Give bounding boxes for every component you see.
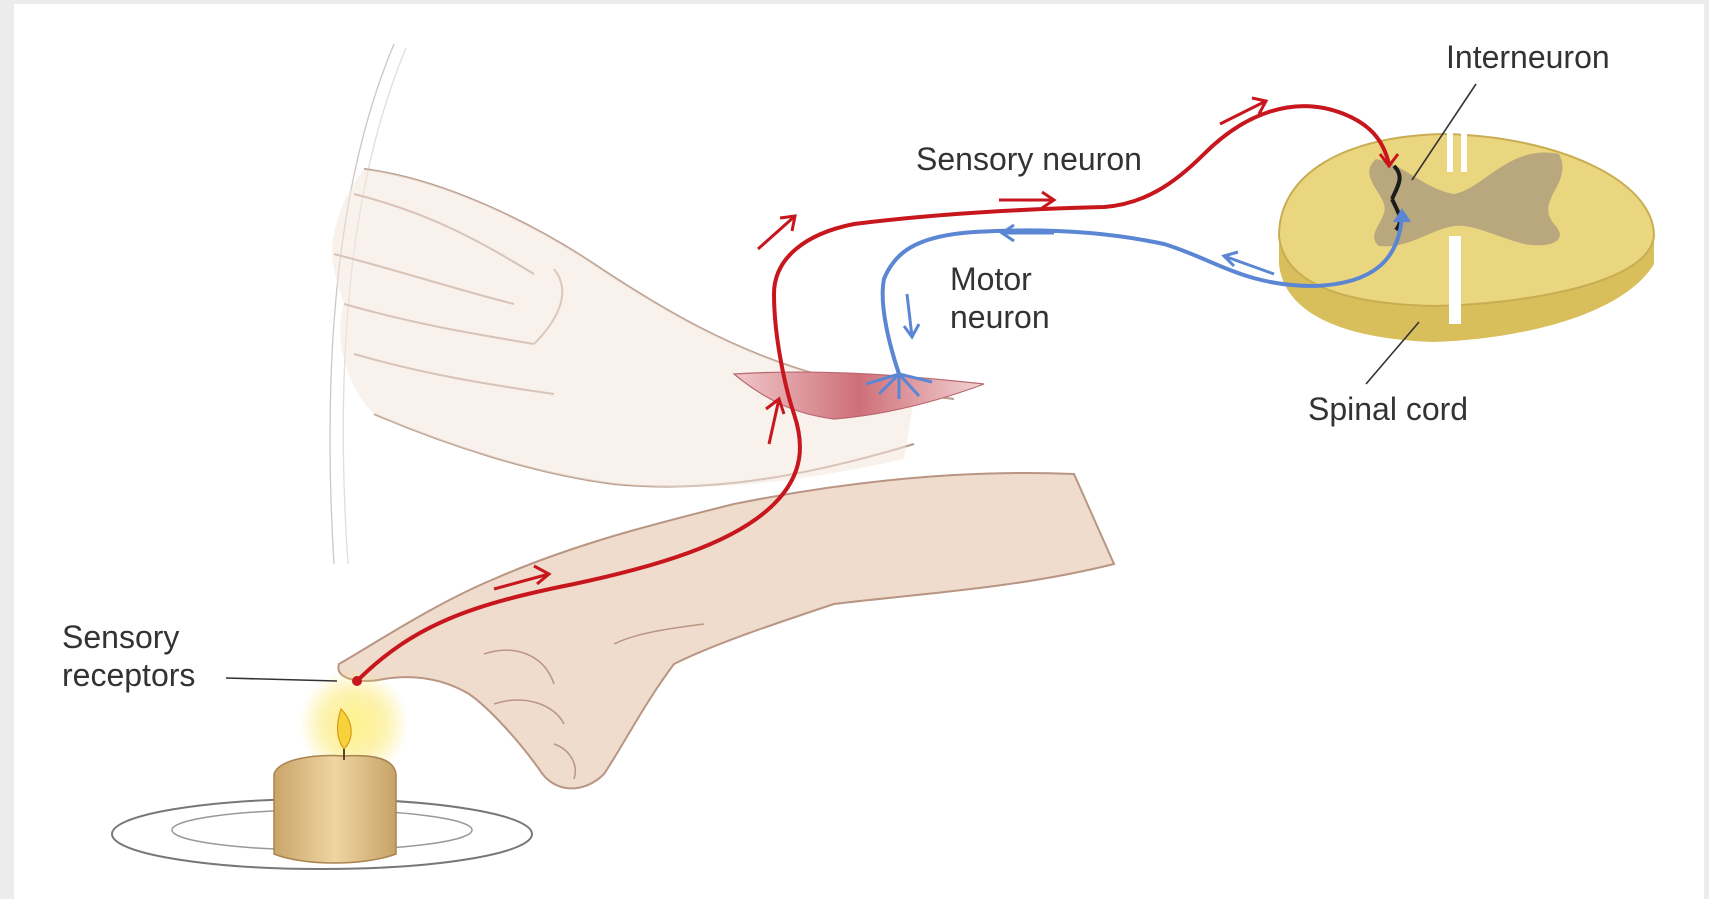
motor-neuron-label-line2: neuron (950, 298, 1050, 336)
motor-neuron-label-line1: Motor (950, 260, 1032, 298)
reflex-arc-illustration (14, 4, 1704, 899)
figure-frame: Interneuron Sensory neuron Motor neuron … (14, 4, 1704, 899)
sensory-neuron-label: Sensory neuron (916, 140, 1142, 178)
candle-icon (112, 669, 532, 869)
arm-fill (338, 473, 1114, 788)
sensory-receptors-label-line1: Sensory (62, 618, 179, 656)
spinal-cord-icon (1279, 122, 1654, 342)
spinal-cord-label: Spinal cord (1308, 390, 1468, 428)
receptor-dot (352, 676, 362, 686)
sensory-receptors-label-line2: receptors (62, 656, 195, 694)
interneuron-label: Interneuron (1446, 38, 1610, 76)
withdrawn-hand-fill (332, 169, 914, 487)
